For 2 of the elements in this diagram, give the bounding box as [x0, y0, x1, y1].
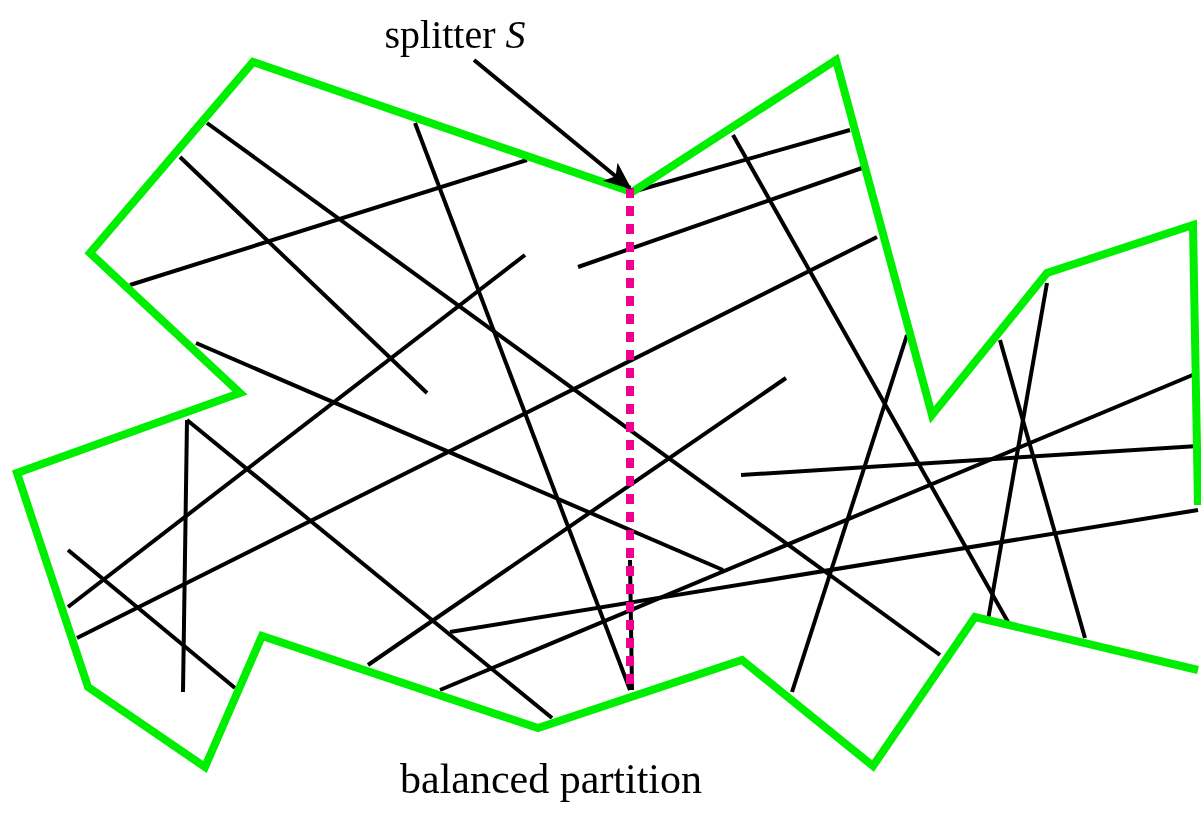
caption-label: balanced partition	[400, 758, 703, 800]
splitter-label: splitter S	[384, 15, 526, 55]
